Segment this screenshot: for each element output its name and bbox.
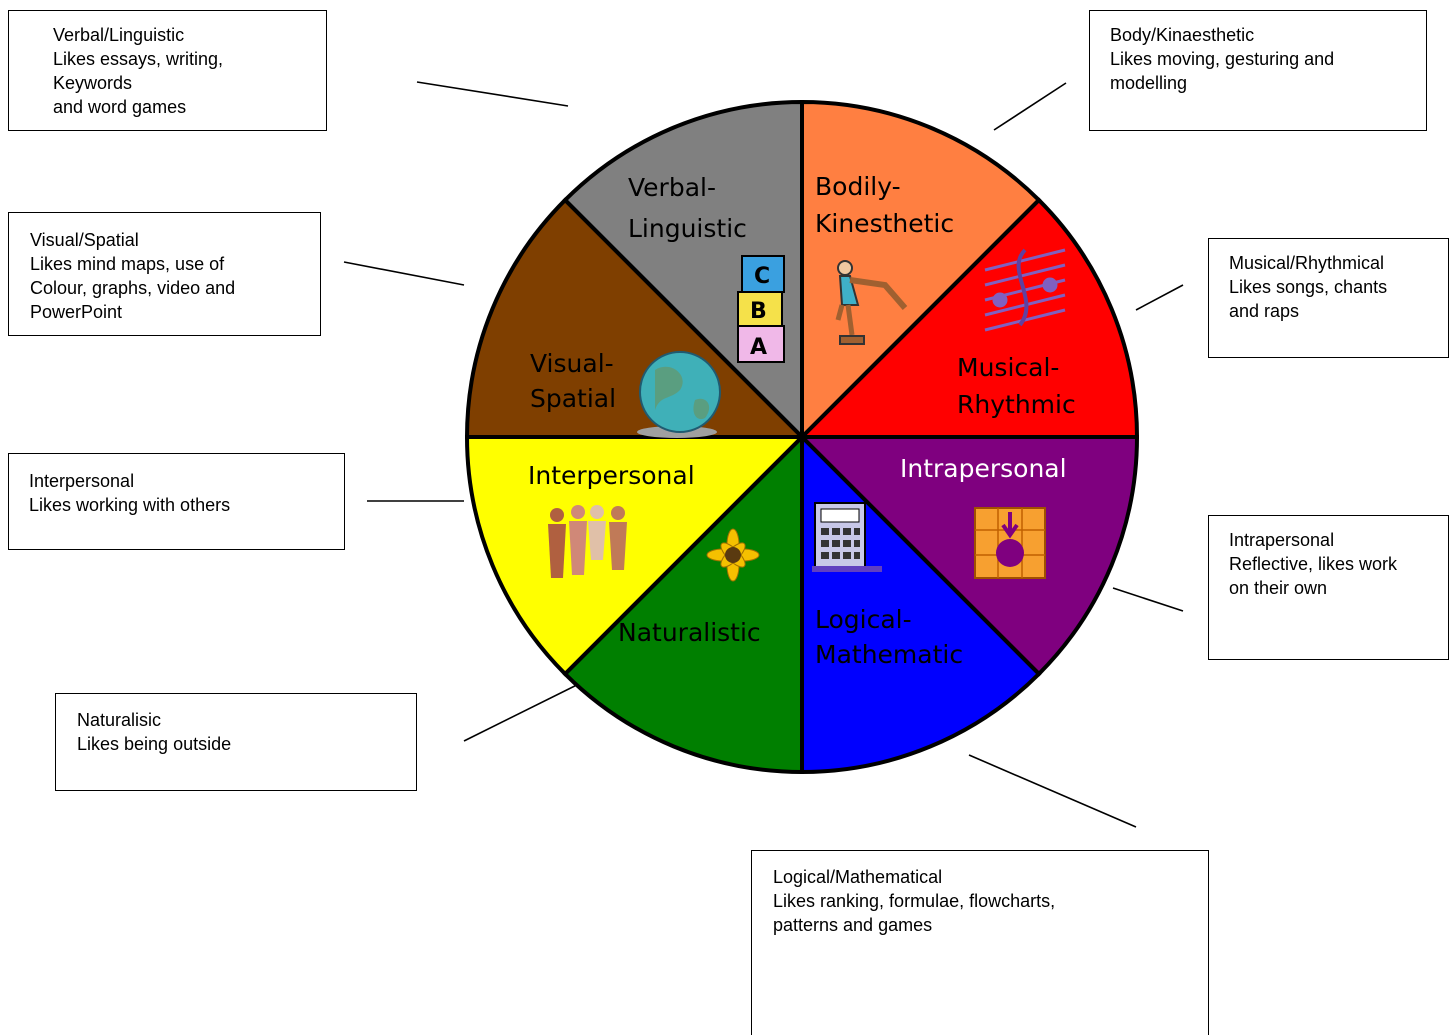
label-intrapersonal: Intrapersonal — [900, 454, 1067, 483]
connector-lines — [343, 81, 1184, 828]
naturalistic-box-line1: Likes being outside — [77, 734, 232, 754]
label-musical-1: Musical- — [957, 353, 1059, 382]
label-naturalistic: Naturalistic — [618, 618, 761, 647]
segment-bodily-kinesthetic — [800, 99, 1042, 442]
label-bodily-1: Bodily- — [815, 172, 901, 201]
label-musical-2: Rhythmic — [957, 390, 1076, 419]
verbal-box-line2: Keywords — [53, 73, 133, 93]
interpersonal-box: Interpersonal Likes working with others — [8, 453, 345, 550]
segment-naturalistic — [562, 432, 804, 775]
svg-text:B: B — [750, 299, 767, 324]
body-box-line1: Likes moving, gesturing and — [1110, 49, 1335, 69]
calculator-icon — [812, 502, 882, 572]
label-verbal-1: Verbal- — [628, 173, 716, 202]
musical-box-line2: and raps — [1229, 301, 1300, 321]
svg-text:C: C — [754, 264, 770, 289]
body-kinaesthetic-box: Body/Kinaesthetic Likes moving, gesturin… — [1089, 10, 1427, 131]
segment-musical-rhythmic — [797, 197, 1140, 439]
visual-spatial-box: Visual/Spatial Likes mind maps, use of C… — [8, 212, 321, 336]
interpersonal-box-title: Interpersonal — [29, 471, 135, 491]
label-visual-1: Visual- — [530, 349, 614, 378]
verbal-box-line1: Likes essays, writing, — [53, 49, 224, 69]
connector-visual — [343, 261, 465, 286]
naturalistic-box: Naturalisic Likes being outside — [55, 693, 417, 791]
label-logical-1: Logical- — [815, 605, 912, 634]
visual-box-line2: Colour, graphs, video and — [30, 278, 236, 298]
verbal-box-line3: and word games — [53, 97, 187, 117]
interpersonal-box-line1: Likes working with others — [29, 495, 231, 515]
intrapersonal-box-title: Intrapersonal — [1229, 530, 1335, 550]
verbal-linguistic-box: Verbal/Linguistic Likes essays, writing,… — [8, 10, 327, 131]
reflection-icon — [974, 507, 1046, 579]
label-bodily-2: Kinesthetic — [815, 209, 954, 238]
logical-box-line1: Likes ranking, formulae, flowcharts, — [773, 891, 1056, 911]
logical-box-line2: patterns and games — [773, 915, 933, 935]
people-group-icon — [548, 505, 627, 578]
music-staff-icon — [984, 248, 1066, 332]
intrapersonal-box: Intrapersonal Reflective, likes work on … — [1208, 515, 1449, 660]
segment-intrapersonal — [797, 435, 1140, 677]
musical-box-line1: Likes songs, chants — [1229, 277, 1388, 297]
connector-musical — [1135, 284, 1184, 311]
svg-text:A: A — [750, 335, 767, 360]
intrapersonal-box-line2: on their own — [1229, 578, 1328, 598]
globe-icon — [637, 351, 721, 438]
musical-rhythmical-box: Musical/Rhythmical Likes songs, chants a… — [1208, 238, 1449, 358]
connector-body — [993, 82, 1067, 131]
musical-box-title: Musical/Rhythmical — [1229, 253, 1385, 273]
segment-interpersonal — [464, 435, 807, 677]
visual-box-line3: PowerPoint — [30, 302, 123, 322]
connector-logical — [968, 754, 1137, 828]
abc-blocks-icon: C B A — [737, 255, 785, 363]
connector-verbal — [416, 81, 569, 107]
body-box-title: Body/Kinaesthetic — [1110, 25, 1255, 45]
verbal-box-title: Verbal/Linguistic — [53, 25, 185, 45]
body-box-line2: modelling — [1110, 73, 1188, 93]
naturalistic-box-title: Naturalisic — [77, 710, 162, 730]
label-logical-2: Mathematic — [815, 640, 963, 669]
visual-box-line1: Likes mind maps, use of — [30, 254, 225, 274]
logical-mathematical-box: Logical/Mathematical Likes ranking, form… — [751, 850, 1209, 1035]
visual-box-title: Visual/Spatial — [30, 230, 139, 250]
sunflower-icon — [706, 528, 760, 582]
gymnast-icon — [835, 260, 908, 345]
label-interpersonal: Interpersonal — [528, 461, 695, 490]
logical-box-title: Logical/Mathematical — [773, 867, 943, 887]
label-verbal-2: Linguistic — [628, 214, 747, 243]
connector-intrapersonal — [1112, 587, 1184, 612]
intrapersonal-box-line1: Reflective, likes work — [1229, 554, 1398, 574]
label-visual-2: Spatial — [530, 384, 616, 413]
